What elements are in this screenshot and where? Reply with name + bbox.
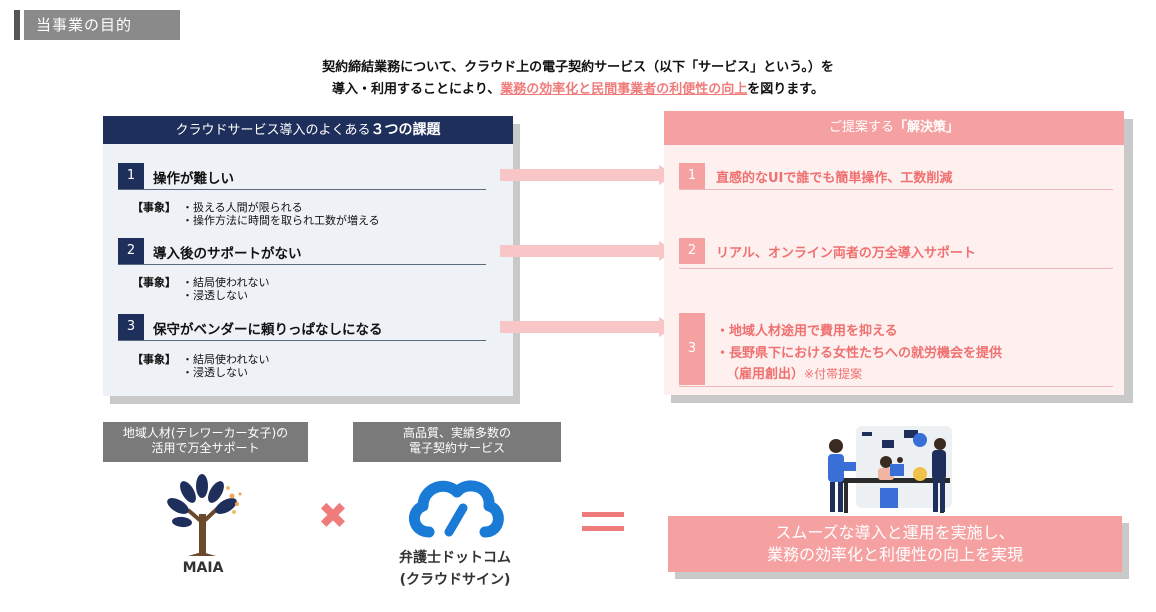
- solution-2-number: 2: [679, 238, 705, 264]
- issue-3-number: 3: [118, 314, 144, 340]
- solutions-heading-bold: 「解決策」: [894, 120, 960, 135]
- e-contract-line-1: 高品質、実績多数の: [402, 426, 511, 440]
- issue-3-title: 保守がベンダーに頼りっぱなしになる: [153, 322, 383, 338]
- solution-1-text: 直感的なUIで誰でも簡単操作、工数削減: [716, 171, 953, 186]
- maia-tree-logo: [167, 474, 242, 556]
- solutions-heading-text: ご提案する: [828, 120, 894, 135]
- result-line-1: スムーズな導入と運用を実施し、: [775, 523, 1015, 542]
- issue-1-event-label: 【事象】: [132, 201, 176, 214]
- issue-2-event-label: 【事象】: [132, 276, 176, 289]
- issues-panel-heading: クラウドサービス導入のよくある３つの課題: [103, 116, 513, 144]
- times-icon: ✖: [317, 496, 349, 537]
- issue-2-underline: [118, 264, 486, 265]
- e-contract-line-2: 電子契約サービス: [408, 441, 505, 455]
- e-contract-service-box: 高品質、実績多数の 電子契約サービス: [353, 422, 561, 462]
- regional-talent-line-1: 地域人材(テレワーカー女子)の: [122, 426, 289, 440]
- issue-3-event-label: 【事象】: [132, 353, 176, 366]
- issue-2-event-line-1: ・結局使われない: [182, 276, 270, 289]
- result-line-2: 業務の効率化と利便性の向上を実現: [766, 545, 1023, 564]
- cloudsign-label: (クラウドサイン): [399, 572, 511, 588]
- issue-1-event-line-2: ・操作方法に時間を取られ工数が増える: [182, 214, 380, 227]
- issue-2-number: 2: [118, 238, 144, 264]
- issue-2-title: 導入後のサポートがない: [153, 246, 302, 262]
- issues-panel: [103, 116, 513, 396]
- section-title: 当事業の目的: [24, 10, 180, 40]
- intro-accent-text: 業務の効率化と民間事業者の利便性の向上: [500, 82, 748, 97]
- issue-1-event-line-1: ・扱える人間が限られる: [182, 201, 303, 214]
- bengo4-label: 弁護士ドットコム: [399, 550, 511, 566]
- issues-heading-bold: ３つの課題: [370, 122, 441, 138]
- issue-1-title: 操作が難しい: [153, 171, 234, 187]
- solution-3-note: ※付帯提案: [804, 367, 863, 381]
- solution-3-employment: （雇用創出）: [726, 367, 805, 382]
- solution-3-underline: [679, 386, 1113, 387]
- solution-2-underline: [679, 268, 1113, 269]
- arrow-2-shaft: [500, 245, 660, 257]
- issue-3-event-line-1: ・結局使われない: [182, 353, 270, 366]
- issue-3-underline: [118, 340, 486, 341]
- solution-1-underline: [679, 189, 1113, 190]
- result-box: スムーズな導入と運用を実施し、 業務の効率化と利便性の向上を実現: [668, 516, 1122, 572]
- solution-1-number: 1: [679, 163, 705, 189]
- arrow-1-shaft: [500, 169, 660, 181]
- solutions-panel: [664, 111, 1124, 395]
- solution-3-line-2: ・長野県下における女性たちへの就労機会を提供: [716, 346, 1003, 361]
- maia-label: MAIA: [182, 560, 224, 576]
- equals-bar-top: [582, 512, 624, 517]
- solutions-panel-heading: ご提案する「解決策」: [664, 111, 1124, 145]
- intro-line-1: 契約締結業務について、クラウド上の電子契約サービス（以下「サービス」という。）を: [322, 60, 834, 75]
- solution-2-text: リアル、オンライン両者の万全導入サポート: [716, 246, 976, 261]
- header-bar-accent: [14, 10, 20, 40]
- issue-1-underline: [118, 189, 486, 190]
- intro-line-2-before: 導入・利用することにより、: [332, 82, 501, 97]
- regional-talent-line-2: 活用で万全サポート: [151, 441, 260, 455]
- regional-talent-box: 地域人材(テレワーカー女子)の 活用で万全サポート: [103, 422, 308, 462]
- intro-line-2-after: を図ります。: [747, 82, 824, 97]
- solution-3-line-3: （雇用創出）※付帯提案: [726, 363, 862, 382]
- intro-line-2: 導入・利用することにより、業務の効率化と民間事業者の利便性の向上を図ります。: [0, 78, 1156, 97]
- team-meeting-illustration: [828, 426, 952, 513]
- solution-3-line-1: ・地域人材途用で費用を抑える: [716, 324, 898, 339]
- equals-bar-bottom: [582, 526, 624, 531]
- arrow-3-shaft: [500, 321, 660, 333]
- cloudsign-logo: [409, 480, 504, 538]
- issue-2-event-line-2: ・浸透しない: [182, 289, 248, 302]
- issue-3-event-line-2: ・浸透しない: [182, 366, 248, 379]
- issues-heading-text: クラウドサービス導入のよくある: [175, 123, 371, 138]
- solution-3-number: 3: [679, 313, 705, 385]
- issue-1-number: 1: [118, 163, 144, 189]
